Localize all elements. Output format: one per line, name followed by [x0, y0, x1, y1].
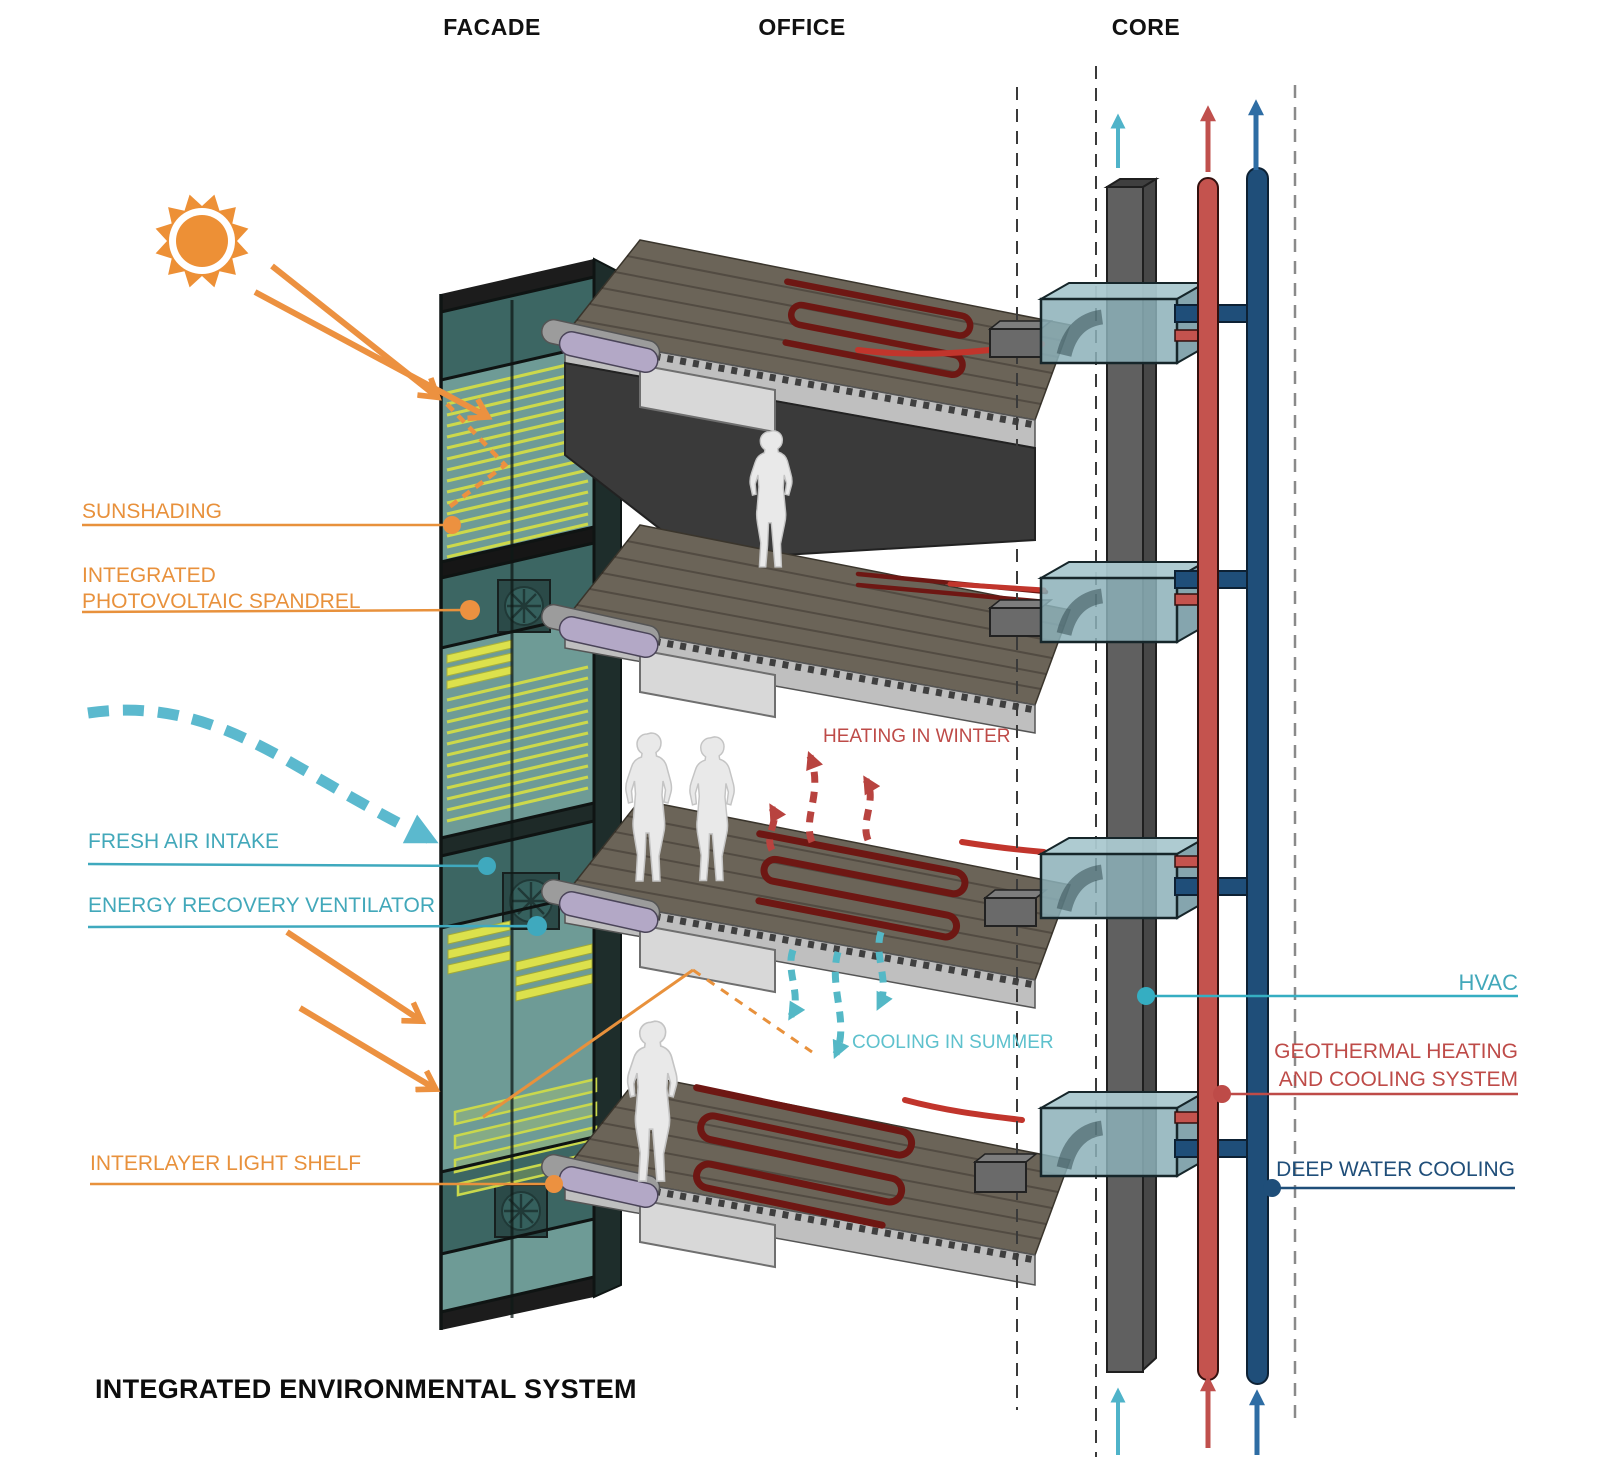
callout-leaders	[81, 516, 1518, 1197]
heating-supply-pipe-3	[959, 839, 1047, 855]
radiant-coil-1	[782, 278, 974, 379]
energy-recovery-ventilator-label: ENERGY RECOVERY VENTILATOR	[88, 894, 435, 917]
deep-water-cooling-label: DEEP WATER COOLING	[1276, 1158, 1515, 1181]
sun-ray-arrow-icon	[253, 289, 486, 416]
hvac-unit-4	[972, 1090, 1209, 1193]
pv-spandrel-dot	[460, 600, 480, 620]
winter-sun-arrow-icon	[298, 1005, 434, 1088]
sunshading-dot	[443, 516, 461, 534]
radiant-coil-4	[693, 1084, 916, 1229]
erv-dot	[527, 916, 547, 936]
light-shelf-dot	[545, 1175, 563, 1193]
geothermal-label-line1: GEOTHERMAL HEATING	[1274, 1040, 1518, 1063]
radiant-coil-3	[755, 830, 969, 941]
heating-supply-pipe-2	[947, 581, 1047, 593]
heating-in-winter-label: HEATING IN WINTER	[823, 726, 1011, 747]
section-header-facade: FACADE	[443, 14, 541, 40]
core-section	[972, 66, 1297, 1457]
interlayer-light-shelf-label: INTERLAYER LIGHT SHELF	[90, 1152, 362, 1175]
geothermal-dot	[1213, 1085, 1231, 1103]
cooling-arrows	[787, 930, 893, 1059]
slab-duct-2	[541, 603, 661, 659]
slab-duct-3	[541, 878, 661, 934]
deep-water-riser-pipe	[1246, 167, 1269, 1385]
light-shelf-reflection-dashed-line	[692, 968, 813, 1054]
hvac-label: HVAC	[1458, 970, 1519, 995]
fresh-air-arrow-icon	[87, 704, 439, 844]
winter-sun-arrow-icon	[285, 929, 420, 1020]
floor-slab-4	[541, 1020, 1072, 1286]
hvac-unit-2	[987, 560, 1209, 644]
cooling-in-summer-label: COOLING IN SUMMER	[852, 1032, 1054, 1053]
floor-slab-3	[541, 732, 1072, 1009]
section-header-core: CORE	[1111, 14, 1181, 40]
pv-spandrel-label-line2: PHOTOVOLTAIC SPANDREL	[82, 590, 361, 613]
floor-slab-2	[541, 430, 1072, 734]
lower-fan-icon	[494, 1184, 548, 1238]
deep-water-dot	[1263, 1179, 1281, 1197]
heating-supply-pipe-4	[902, 1097, 1025, 1123]
slab-duct-4	[541, 1153, 661, 1209]
light-shelf-reflection-line	[482, 968, 694, 1119]
slab-duct-1	[541, 318, 661, 374]
section-header-office: OFFICE	[758, 14, 846, 40]
sunshading-louvers-lower	[446, 639, 589, 823]
floor-slab-1	[541, 239, 1072, 562]
pv-spandrel-fan-icon	[497, 579, 551, 633]
pv-spandrel-label-line1: INTEGRATED	[82, 564, 216, 587]
hvac-dot	[1137, 987, 1155, 1005]
geothermal-riser-pipe	[1197, 177, 1219, 1381]
hvac-unit-1	[987, 281, 1209, 365]
geothermal-label-line2: AND COOLING SYSTEM	[1278, 1068, 1518, 1091]
sun-icon	[155, 194, 249, 288]
fresh-air-intake-label: FRESH AIR INTAKE	[88, 830, 279, 853]
heating-arrows	[766, 750, 881, 852]
diagram-title: INTEGRATED ENVIRONMENTAL SYSTEM	[95, 1374, 637, 1404]
fresh-air-dot	[478, 857, 496, 875]
sunshading-label: SUNSHADING	[82, 500, 223, 523]
sun-reflection-dashed-line	[445, 402, 509, 510]
